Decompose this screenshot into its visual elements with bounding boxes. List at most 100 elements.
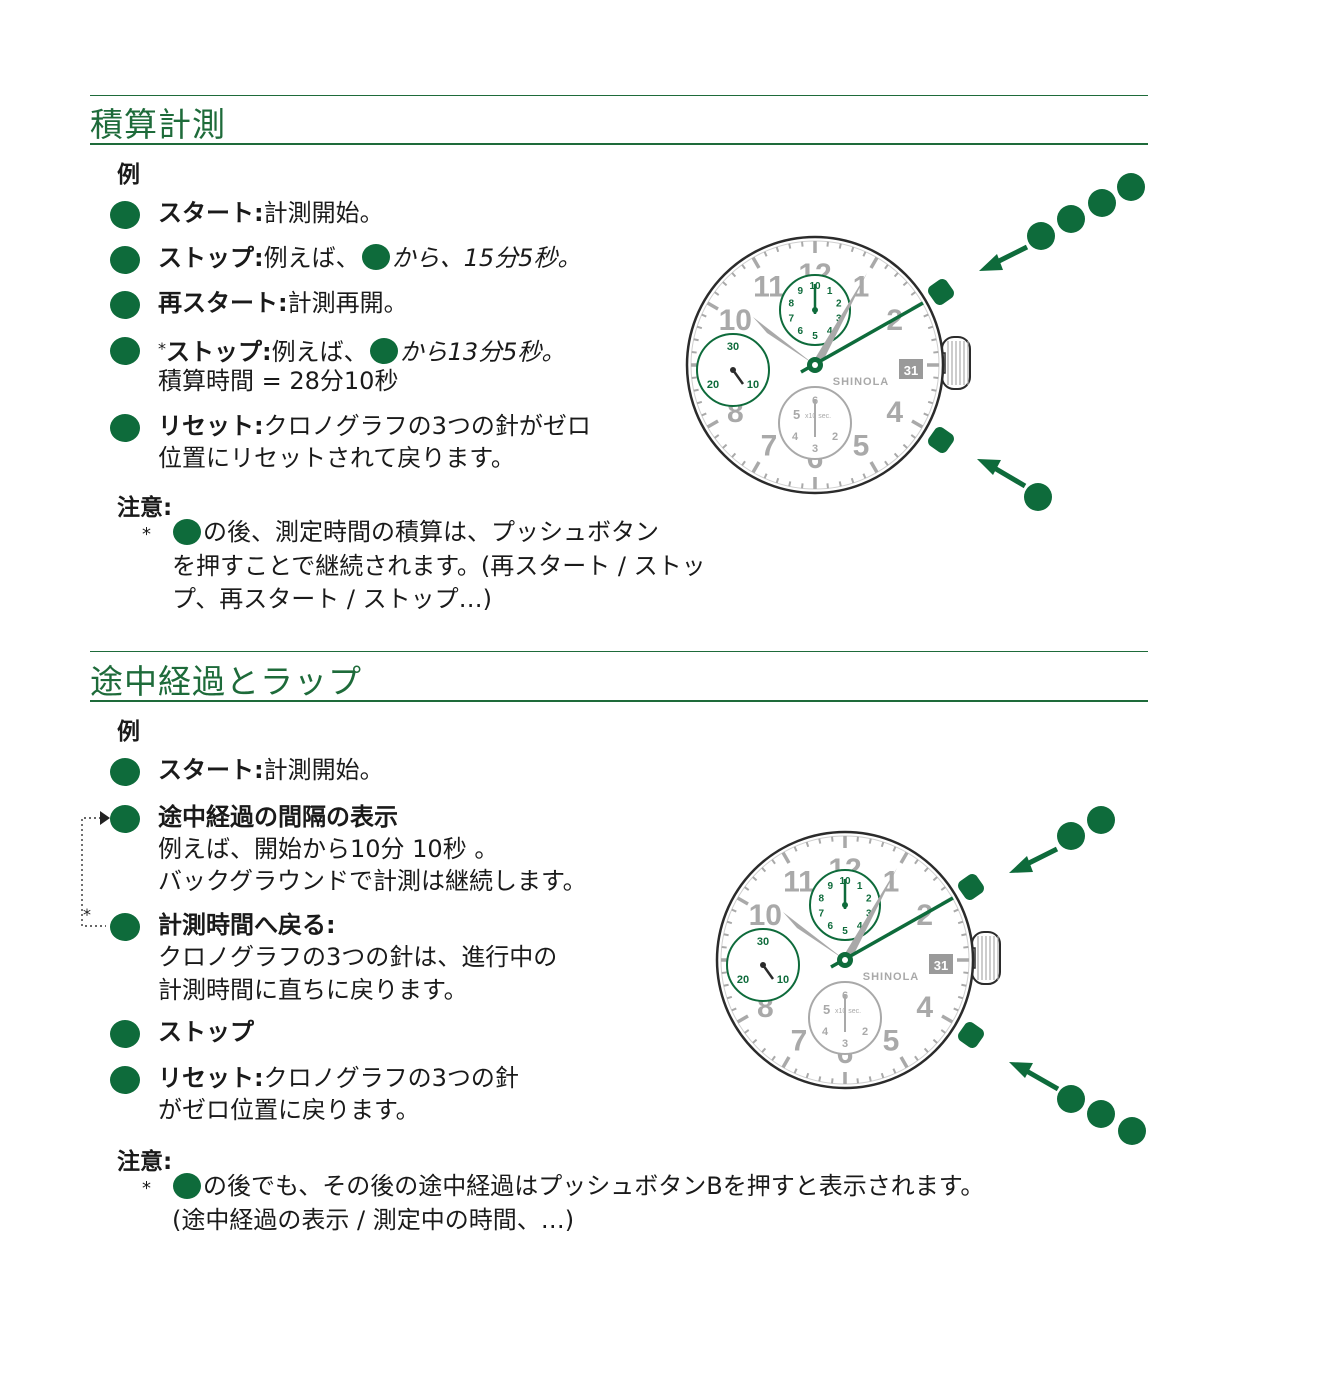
minute-tick	[868, 838, 872, 844]
minute-tick	[752, 1038, 758, 1044]
minute-tick	[775, 477, 780, 484]
minute-tick	[751, 461, 761, 474]
minute-tick	[721, 946, 727, 949]
minute-tick	[726, 920, 733, 925]
minute-tick	[931, 388, 937, 392]
minute-tick	[957, 920, 964, 925]
step2-5-line2: がゼロ位置に戻ります。	[158, 1096, 420, 1124]
minute-tick	[793, 846, 798, 852]
subdial-top-pivot	[842, 902, 848, 908]
step2-3: 計測時間へ戻る:	[158, 911, 336, 939]
rule-bottom-1	[90, 143, 1148, 145]
rule-top-1	[90, 95, 1148, 96]
minute-tick	[722, 443, 728, 449]
step2-5: リセット:クロノグラフの3つの針	[158, 1064, 519, 1092]
step-dot-1	[110, 201, 140, 229]
minute-tick	[838, 481, 842, 487]
hour-numeral: 11	[783, 865, 815, 898]
arrow-head	[1009, 856, 1033, 873]
subdial-top-label: 4	[827, 326, 833, 337]
subdial-top-label: 2	[836, 298, 842, 309]
minute-tick	[941, 1014, 954, 1024]
subdial-top-label: 5	[842, 926, 848, 937]
minute-tick	[893, 272, 899, 278]
pusher-dot	[1057, 205, 1085, 233]
note-star-1: *	[142, 524, 151, 545]
minute-tick	[932, 1038, 938, 1044]
hour-hand	[753, 317, 815, 365]
date-window	[899, 359, 923, 379]
step-dot-3	[110, 291, 140, 319]
minute-tick	[831, 1078, 834, 1084]
minute-tick	[741, 264, 746, 270]
pusher-dot	[1088, 189, 1116, 217]
subdial-top-label: 6	[828, 921, 834, 932]
center-pivot-cap	[812, 362, 818, 368]
minute-tick	[714, 434, 720, 439]
subdial-top-label: 6	[798, 326, 804, 337]
pusher-dot	[1027, 222, 1055, 250]
pusher-dot	[1087, 1100, 1115, 1128]
hour-numeral: 11	[753, 270, 785, 303]
loop-star: *	[83, 905, 91, 924]
minute-tick	[701, 313, 707, 318]
pusher-dot	[1087, 806, 1115, 834]
subdial-left-pivot	[730, 367, 736, 373]
subdial-top-label: 5	[812, 331, 818, 342]
center-pivot-cap	[842, 957, 848, 963]
subdial-left-label: 10	[747, 379, 759, 391]
minute-tick	[931, 338, 937, 342]
minute-tick	[910, 434, 916, 439]
minute-tick	[923, 412, 929, 417]
hour-numeral: 10	[749, 899, 782, 932]
subdial-top-label: 8	[818, 893, 824, 904]
minute-hand	[841, 868, 897, 960]
pusher-dot	[1024, 483, 1052, 511]
step2-4: ストップ	[158, 1018, 254, 1046]
minute-tick	[763, 473, 768, 479]
step2-dot-4	[110, 1020, 140, 1048]
minute-tick	[923, 867, 929, 873]
subdial-top-label: 1	[827, 286, 833, 297]
minute-tick	[899, 851, 909, 864]
pusher-top	[958, 874, 984, 900]
brand-logo: SHINOLA	[863, 971, 920, 983]
minute-tick	[721, 971, 727, 974]
minute-tick	[723, 933, 729, 937]
note-2-line1: の後でも、その後の途中経過はプッシュボタンBを押すと表示されます。	[203, 1172, 985, 1200]
minute-tick	[850, 477, 855, 484]
step2-2: 途中経過の間隔の表示	[158, 803, 398, 831]
minute-tick	[831, 836, 834, 842]
hour-numeral: 7	[791, 1025, 808, 1058]
date-numeral: 31	[934, 958, 948, 973]
minute-tick	[880, 1072, 885, 1079]
minute-tick	[862, 251, 867, 257]
minute-tick	[961, 933, 967, 937]
rule-bottom-2	[90, 700, 1148, 702]
minute-tick	[731, 908, 737, 913]
minute-tick	[788, 481, 792, 487]
note-label-2: 注意:	[117, 1149, 173, 1175]
minute-tick	[805, 1072, 810, 1079]
minute-tick	[801, 483, 804, 489]
subdial-left-pivot	[760, 962, 766, 968]
section-title-1: 積算計測	[90, 105, 226, 144]
minute-tick	[801, 241, 804, 247]
minute-tick	[868, 1076, 872, 1082]
minute-tick	[899, 1056, 909, 1069]
subdial-left-label: 10	[777, 974, 789, 986]
minute-tick	[731, 452, 737, 458]
subdial-top-label: 2	[866, 893, 872, 904]
subdial-top-label: 8	[788, 298, 794, 309]
minute-tick	[933, 376, 939, 379]
section-title-2: 途中経過とラップ	[90, 662, 362, 701]
loop-connector	[81, 811, 110, 927]
minute-tick	[953, 908, 959, 913]
hour-numeral: 10	[719, 304, 752, 337]
minute-tick	[793, 1068, 798, 1074]
minute-tick	[892, 1068, 897, 1074]
minute-tick	[932, 876, 938, 882]
minute-tick	[923, 1047, 929, 1053]
minute-tick	[722, 281, 728, 287]
minute-tick	[880, 841, 885, 848]
